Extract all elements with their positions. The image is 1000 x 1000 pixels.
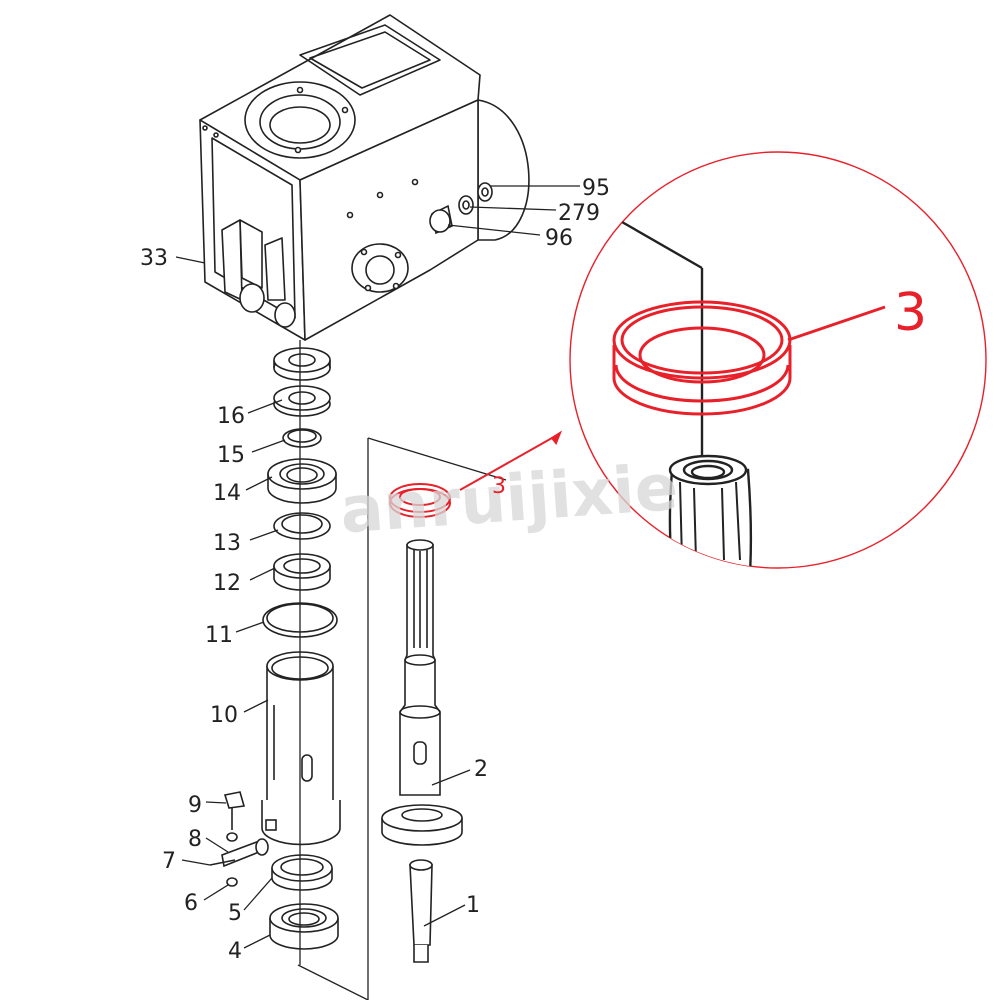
label-5: 5 <box>228 901 242 926</box>
guide-panel <box>297 340 507 1000</box>
label-33: 33 <box>140 246 168 271</box>
label-1: 1 <box>466 893 480 918</box>
label-4: 4 <box>228 939 242 964</box>
label-16: 16 <box>217 404 245 429</box>
label-15: 15 <box>217 443 245 468</box>
nut-and-washers <box>429 182 493 235</box>
part-labels: 95 279 96 33 16 15 14 13 12 11 10 9 8 7 … <box>140 176 927 964</box>
left-parts-stack <box>209 347 341 950</box>
label-14: 14 <box>213 481 241 506</box>
headstock-housing <box>199 14 530 341</box>
label-8: 8 <box>188 827 202 852</box>
leader-lines <box>175 185 580 949</box>
label-12: 12 <box>213 571 241 596</box>
label-96: 96 <box>545 226 573 251</box>
zoom-label-3: 3 <box>894 283 927 343</box>
label-279: 279 <box>558 201 600 226</box>
label-9: 9 <box>188 793 202 818</box>
label-13: 13 <box>213 531 241 556</box>
watermark: anruijixie <box>338 451 681 548</box>
spindle-assembly <box>381 539 463 963</box>
label-11: 11 <box>205 623 233 648</box>
zoom-callout <box>569 151 987 569</box>
part-3-highlight <box>389 430 563 518</box>
label-95: 95 <box>582 176 610 201</box>
label-3: 3 <box>492 474 506 499</box>
label-6: 6 <box>184 891 198 916</box>
label-7: 7 <box>162 849 176 874</box>
label-2: 2 <box>474 757 488 782</box>
label-10: 10 <box>210 703 238 728</box>
